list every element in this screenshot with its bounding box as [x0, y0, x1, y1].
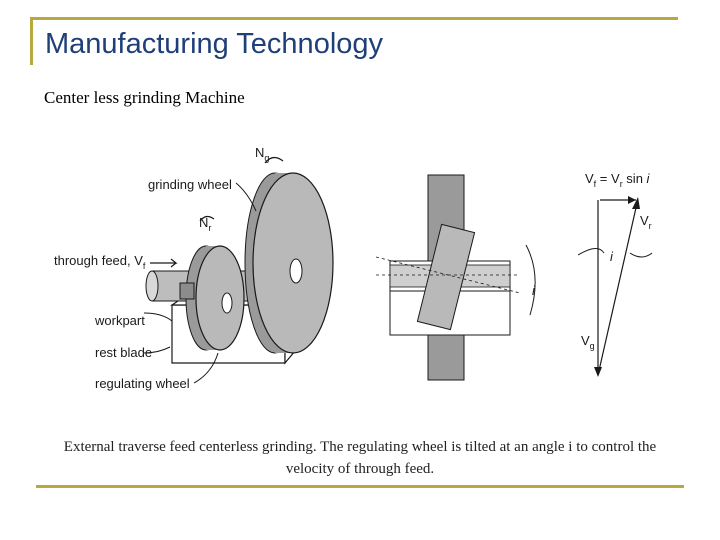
regulating-wheel-label: regulating wheel [95, 376, 190, 391]
bottom-border-line [36, 485, 684, 488]
figure-caption: External traverse feed centerless grindi… [40, 436, 680, 480]
velocity-vector-diagram: Vf = Vr sin i Vr i Vg [577, 171, 653, 377]
ng-label: Ng [255, 145, 269, 163]
nr-label: Nr [199, 215, 211, 233]
workpart-label: workpart [94, 313, 145, 328]
regulating-wheel [195, 245, 245, 351]
rest-blade-label: rest blade [95, 345, 152, 360]
caption-line-2: velocity of through feed. [285, 461, 435, 477]
angle-i-label: i [532, 283, 536, 298]
vr-label: Vr [640, 213, 652, 231]
caption-line-1: External traverse feed centerless grindi… [63, 439, 657, 455]
slide-subtitle: Center less grinding Machine [44, 88, 245, 107]
through-feed-label: through feed, Vf [54, 253, 146, 271]
vf-equation: Vf = Vr sin i [585, 171, 651, 189]
grinding-wheel-label: grinding wheel [148, 177, 232, 192]
vg-label: Vg [581, 333, 595, 351]
regulating-wheel-top [416, 223, 476, 331]
top-border-line [30, 17, 678, 20]
centerless-grinding-diagram: Ng grinding wheel Nr through feed, Vf wo… [54, 145, 653, 391]
vector-i-label: i [610, 249, 614, 264]
left-border-line [30, 17, 33, 65]
slide-title: Manufacturing Technology [45, 28, 384, 60]
machine-3d-view: Ng grinding wheel Nr through feed, Vf wo… [54, 145, 334, 391]
machine-top-view: i [375, 174, 536, 381]
